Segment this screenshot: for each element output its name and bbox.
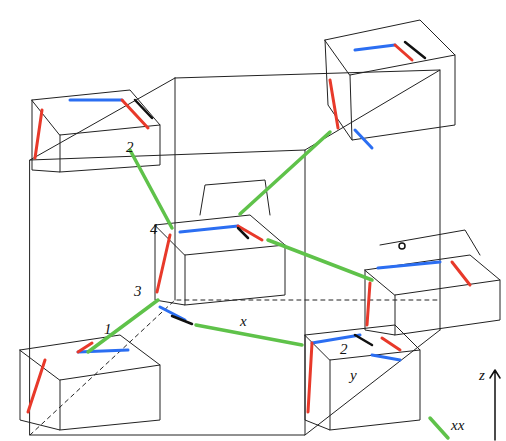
callout-label: 2 [126, 140, 134, 155]
callout-label: 3 [134, 284, 142, 299]
callout-label: 4 [150, 222, 158, 237]
callout-label: y [350, 368, 357, 383]
callout-label: 2 [340, 342, 348, 357]
callout-label: z [479, 368, 485, 383]
callout-label: 1 [104, 322, 112, 337]
callout-label: xx [451, 418, 464, 433]
callout-label: x [240, 314, 247, 329]
